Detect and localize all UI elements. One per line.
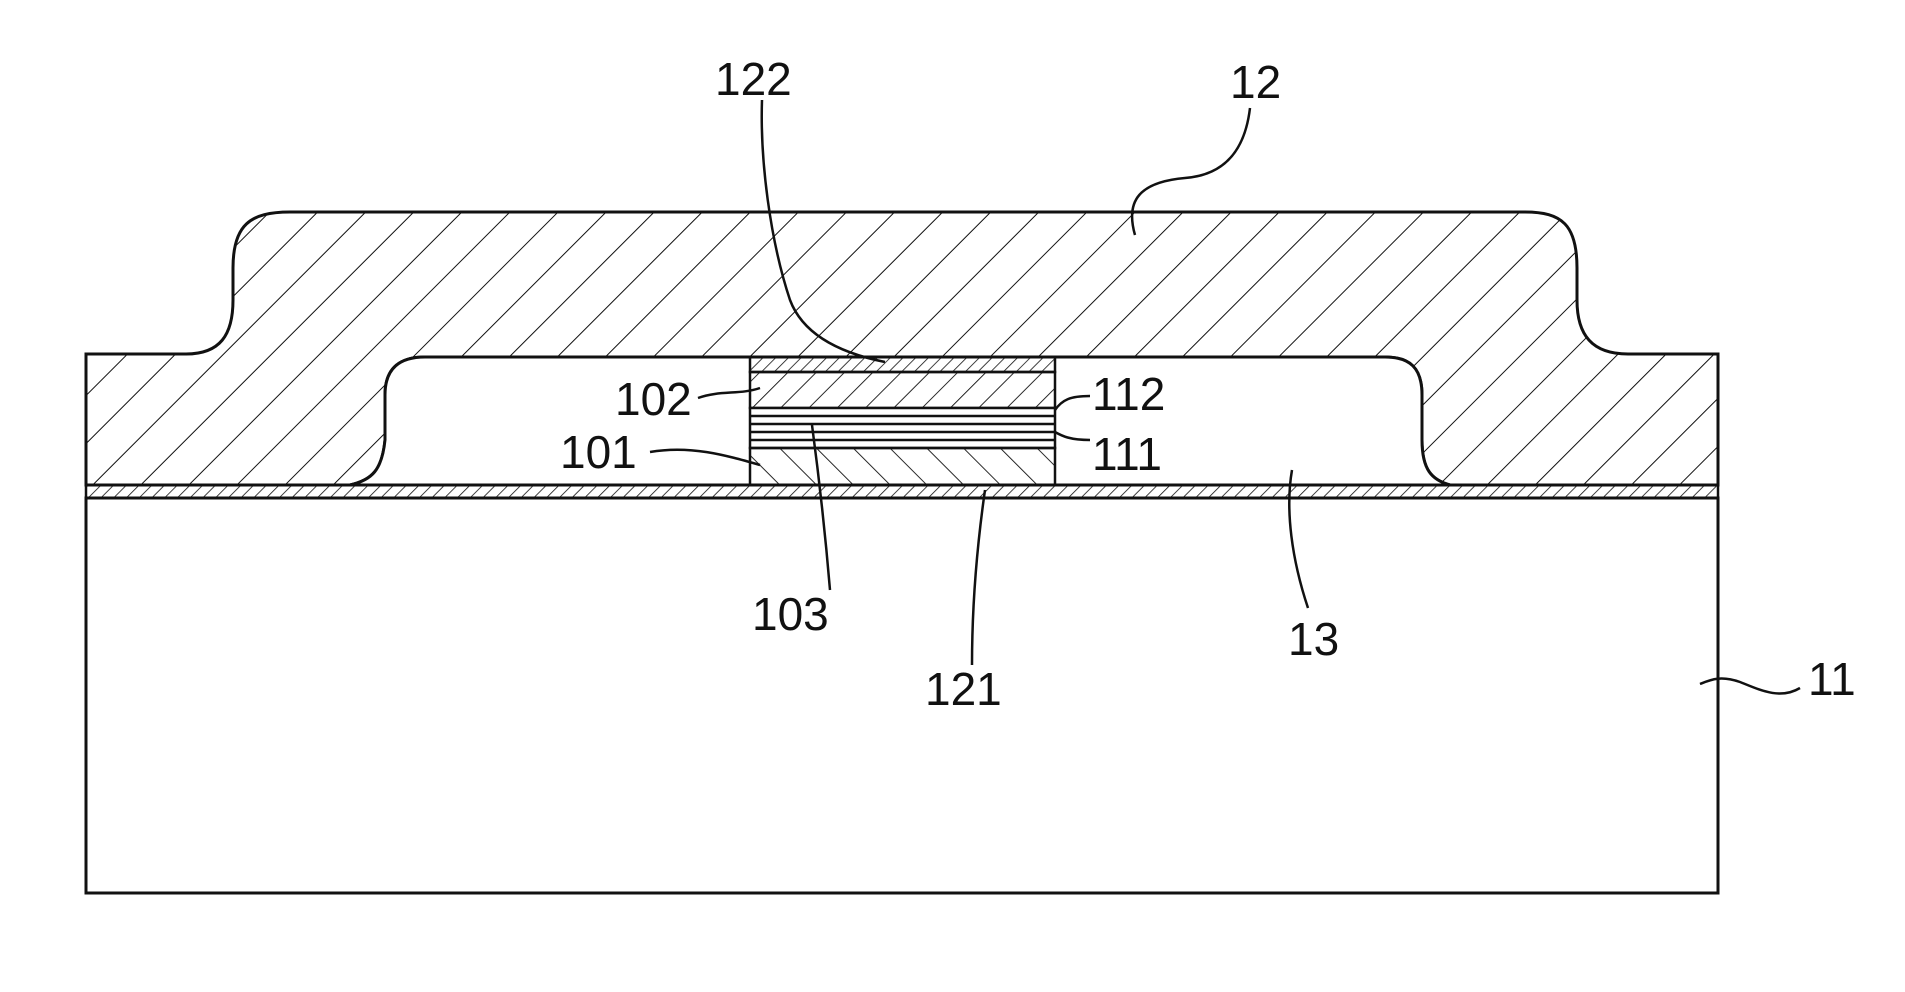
label-101: 101	[560, 426, 637, 478]
layer-102	[750, 372, 1055, 408]
label-122: 122	[715, 53, 792, 105]
label-11: 11	[1808, 653, 1856, 705]
label-111: 111	[1092, 428, 1162, 480]
top-layer-122	[750, 357, 1055, 372]
layer-stack	[750, 357, 1055, 485]
multilayer-103	[750, 408, 1055, 448]
label-103: 103	[752, 588, 829, 640]
layer-101	[750, 448, 1055, 485]
label-13: 13	[1288, 613, 1339, 665]
label-112: 112	[1092, 368, 1165, 420]
thin-layer-121	[86, 485, 1718, 498]
label-102: 102	[615, 373, 692, 425]
label-12: 12	[1230, 56, 1281, 108]
substrate-11	[86, 498, 1718, 893]
label-121: 121	[925, 663, 1002, 715]
